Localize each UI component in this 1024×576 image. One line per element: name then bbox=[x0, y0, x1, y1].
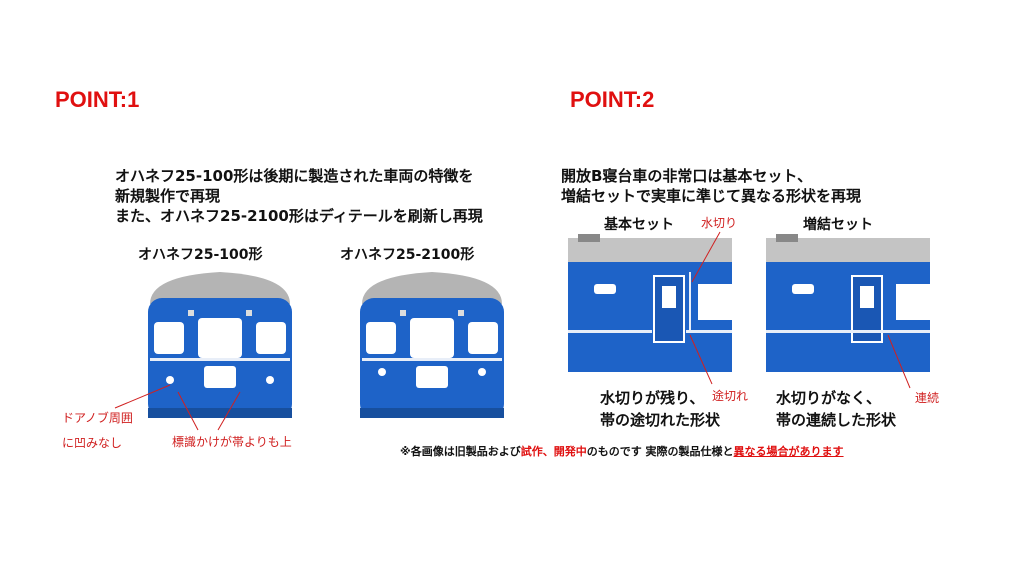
car-front-25-100-image bbox=[148, 272, 292, 418]
footnote: ※各画像は旧製品および試作、開発中のものです 実際の製品仕様と異なる場合がありま… bbox=[400, 443, 844, 459]
point2-line-2: 増結セットで実車に準じて異なる形状を再現 bbox=[561, 187, 862, 205]
caption-right-line1: 水切りがなく、 bbox=[776, 389, 882, 407]
car-front-25-2100-image bbox=[360, 272, 504, 418]
anno-drip: 水切り bbox=[701, 216, 738, 230]
caption-left: 水切りが残り、 帯の途切れた形状 bbox=[600, 387, 720, 431]
point1-title: POINT:1 bbox=[55, 87, 140, 112]
caption-right: 水切りがなく、 帯の連続した形状 bbox=[776, 387, 896, 431]
footnote-part4: 異なる場合があります bbox=[733, 445, 844, 458]
caption-left-line1: 水切りが残り、 bbox=[600, 389, 705, 407]
footnote-part3: のものです 実際の製品仕様と bbox=[586, 445, 734, 458]
caption-right-line2: 帯の連続した形状 bbox=[776, 411, 897, 429]
anno-cont: 連続 bbox=[915, 391, 940, 405]
footnote-part1: ※各画像は旧製品および bbox=[400, 445, 521, 458]
set-left-label: 基本セット bbox=[604, 217, 674, 233]
footnote-part2: 試作、開発中 bbox=[520, 445, 587, 458]
car-right-label: オハネフ25-2100形 bbox=[340, 247, 475, 263]
anno-door-line2: に凹みなし bbox=[62, 436, 123, 450]
point1-line-3: また、オハネフ25-2100形はディテールを刷新し再現 bbox=[115, 207, 483, 225]
caption-left-line2: 帯の途切れた形状 bbox=[600, 411, 721, 429]
anno-cut: 途切れ bbox=[712, 389, 749, 403]
point2-line-1: 開放B寝台車の非常口は基本セット、 bbox=[561, 167, 813, 185]
point1-line-2: 新規製作で再現 bbox=[115, 187, 221, 205]
car-left-label: オハネフ25-100形 bbox=[138, 247, 263, 263]
point2-title: POINT:2 bbox=[570, 87, 655, 112]
point2-description: 開放B寝台車の非常口は基本セット、 増結セットで実車に準じて異なる形状を再現 bbox=[561, 166, 861, 206]
car-side-extension-set-image bbox=[766, 234, 930, 372]
car-side-basic-set-image bbox=[568, 234, 732, 372]
point1-line-1: オハネフ25-100形は後期に製造された車両の特徴を bbox=[115, 167, 474, 185]
set-right-label: 増結セット bbox=[803, 217, 873, 233]
point1-description: オハネフ25-100形は後期に製造された車両の特徴を 新規製作で再現 また、オハ… bbox=[115, 166, 483, 226]
anno-door-line1: ドアノブ周囲 bbox=[62, 411, 133, 425]
anno-sign: 標識かけが帯よりも上 bbox=[172, 435, 292, 449]
